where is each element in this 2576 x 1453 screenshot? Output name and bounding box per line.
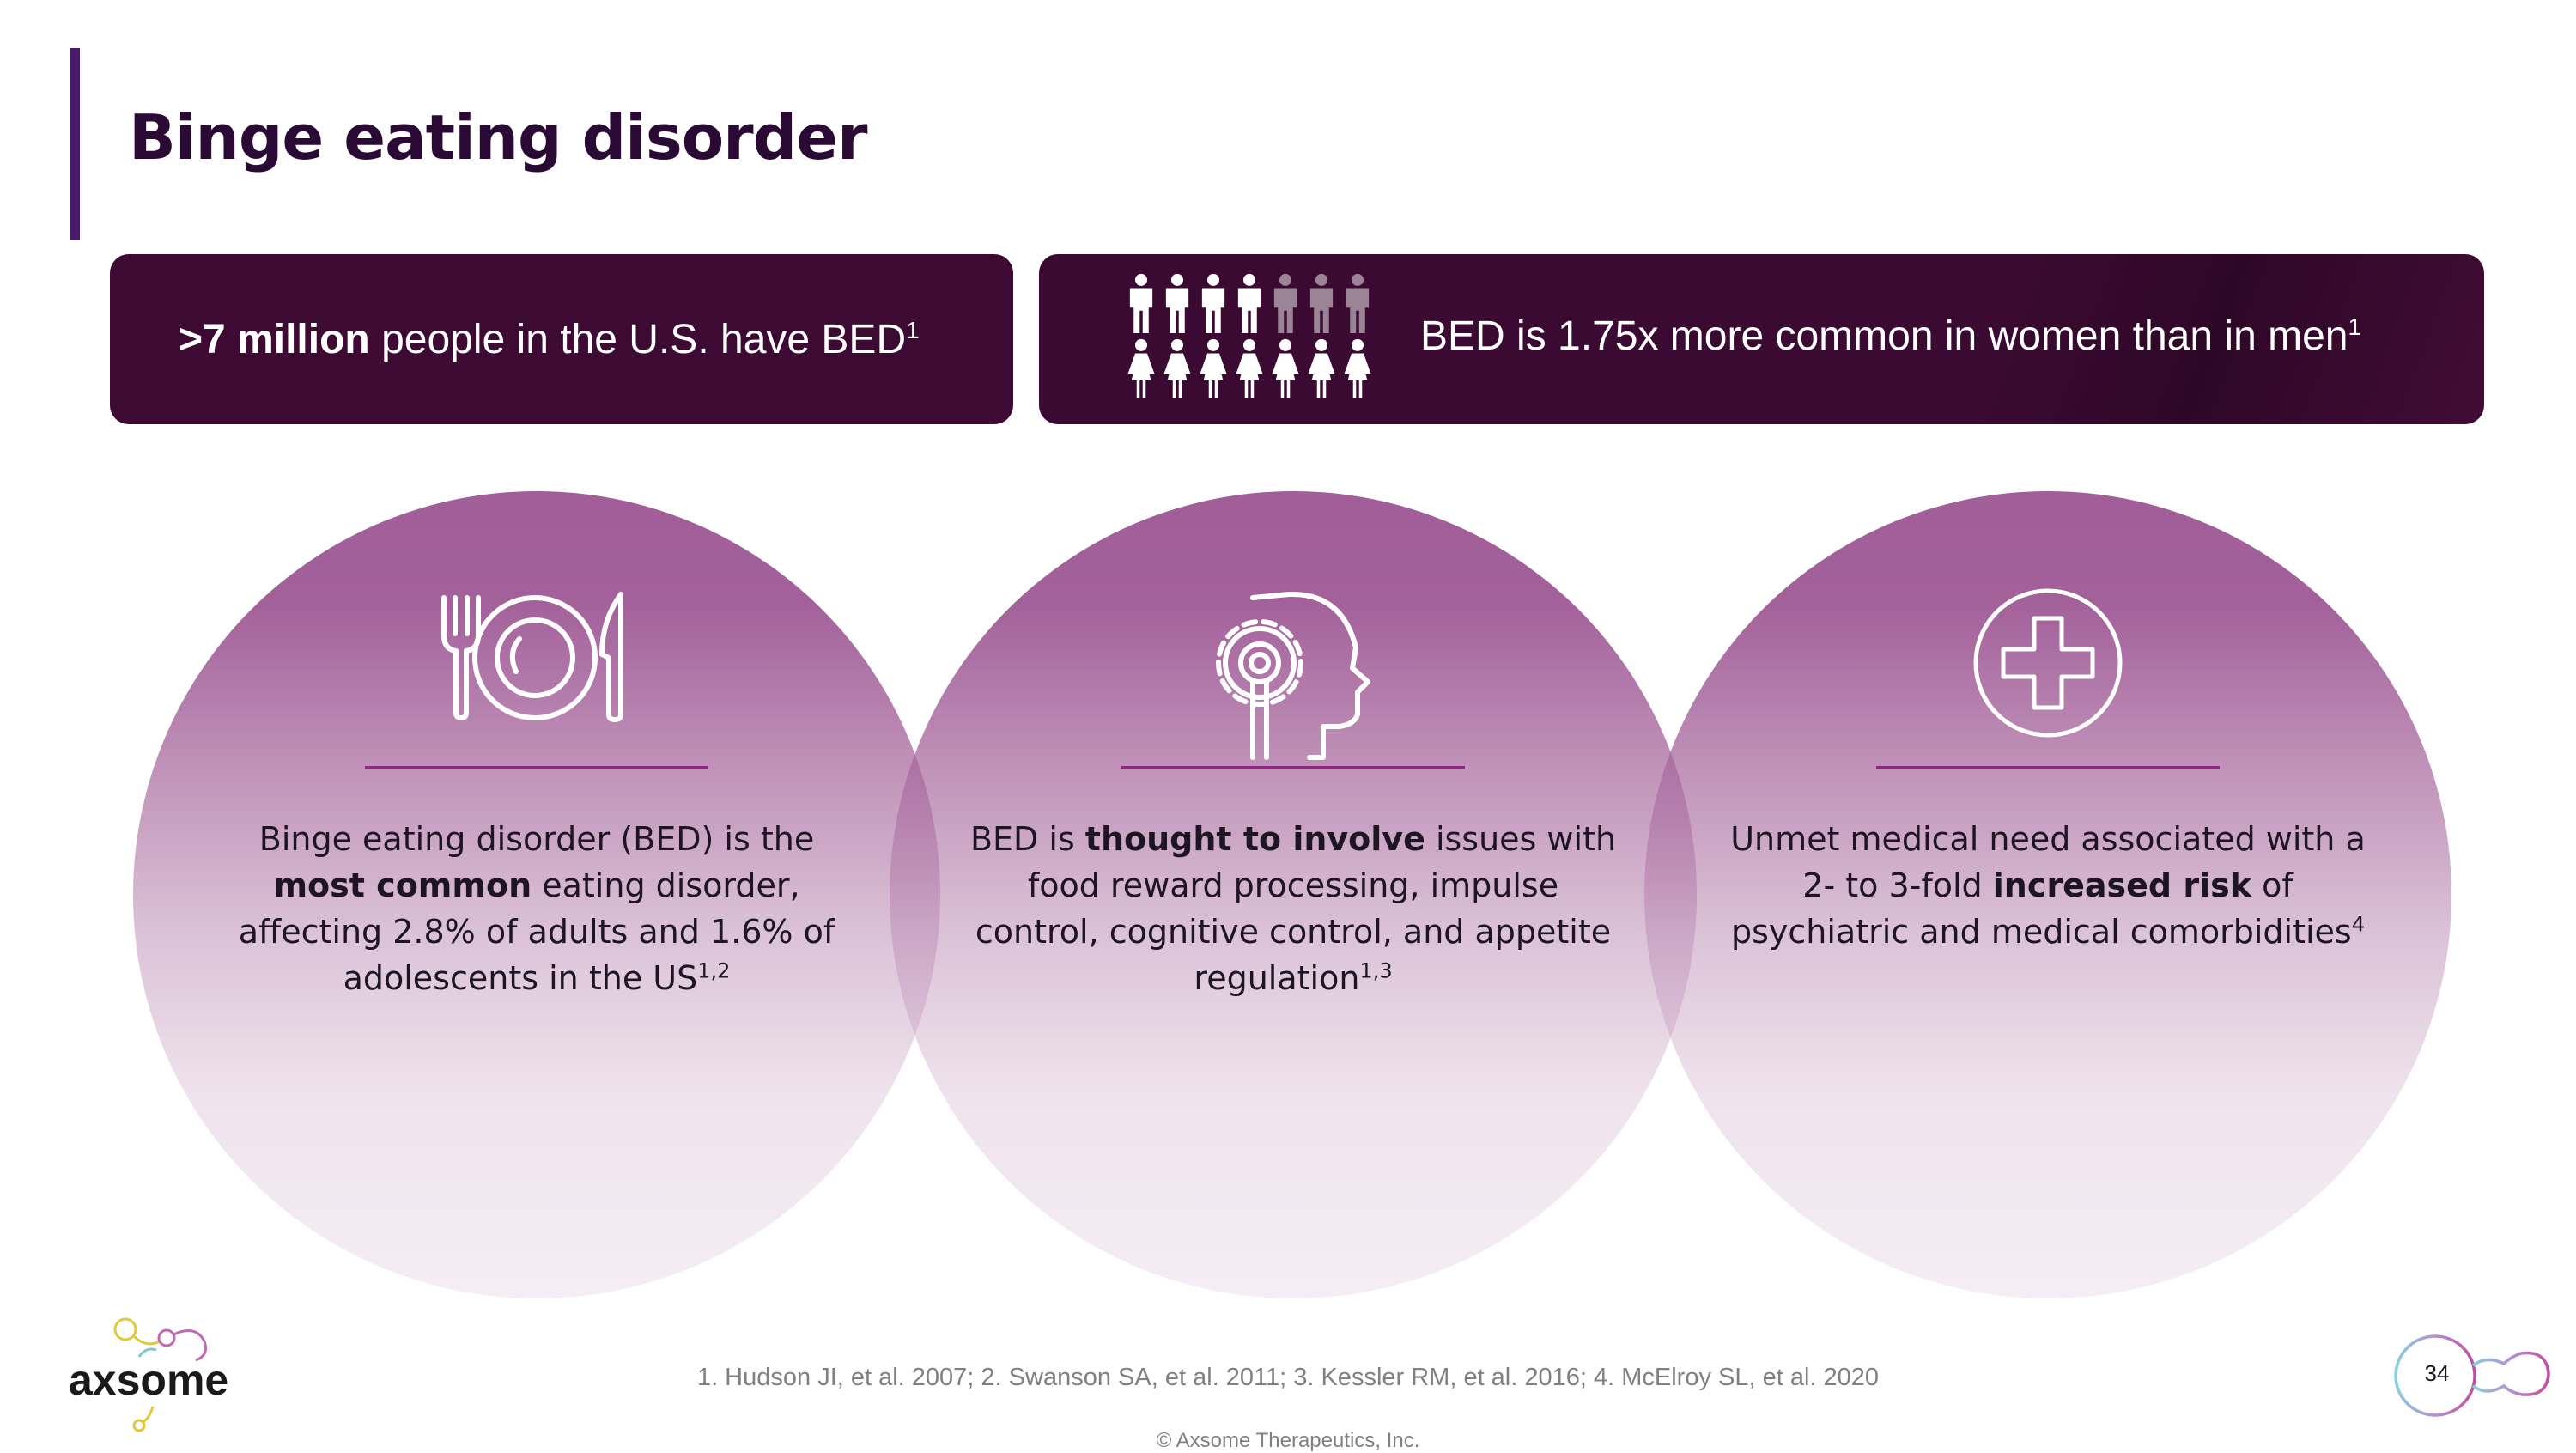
slide-title: Binge eating disorder <box>129 101 868 173</box>
circle-text-part: BED is <box>969 820 1085 858</box>
circle-mechanism: BED is thought to involve issues with fo… <box>890 491 1697 1298</box>
circle-text: Binge eating disorder (BED) is the most … <box>210 816 863 1001</box>
men-row <box>1129 273 1261 333</box>
prevalence-bold: >7 million <box>179 316 370 362</box>
plate-cutlery-icon <box>441 592 623 722</box>
people-group-icon <box>1127 273 1371 398</box>
logo-wordmark: axsome <box>69 1356 228 1404</box>
copyright: © Axsome Therapeutics, Inc. <box>1156 1429 1420 1452</box>
men-row-secondary <box>1273 273 1370 333</box>
page-number: 34 <box>2424 1360 2450 1386</box>
circle-citation: 4 <box>2351 912 2366 937</box>
circle-text-part: Unmet medical need associated with a 2- … <box>1730 820 2366 904</box>
prevalence-rest: people in the U.S. have BED <box>369 316 907 362</box>
medical-cross-icon <box>1973 588 2123 738</box>
title-accent-bar <box>70 48 80 240</box>
circle-citation: 1,2 <box>697 958 731 983</box>
circle-text-part: eating disorder, affecting 2.8% of adult… <box>238 866 835 997</box>
references: 1. Hudson JI, et al. 2007; 2. Swanson SA… <box>696 1364 1880 1391</box>
circle-divider <box>1876 766 2220 769</box>
circle-text-emphasis: most common <box>273 866 532 904</box>
circle-text: Unmet medical need associated with a 2- … <box>1722 816 2374 955</box>
prevalence-text: >7 million people in the U.S. have BED1 <box>179 316 920 363</box>
circle-text-part: Binge eating disorder (BED) is the <box>258 820 815 858</box>
circle-text: BED is thought to involve issues with fo… <box>967 816 1619 1001</box>
stat-banner-gender: BED is 1.75x more common in women than i… <box>1039 254 2484 424</box>
page-number-badge <box>2394 1334 2550 1417</box>
gender-ratio-main: BED is 1.75x more common in women than i… <box>1420 313 2348 359</box>
gender-ratio-text: BED is 1.75x more common in women than i… <box>1420 313 2361 360</box>
circle-text-part: of psychiatric and medical comorbidities <box>1730 866 2352 951</box>
circle-prevalence: Binge eating disorder (BED) is the most … <box>133 491 940 1298</box>
circle-divider <box>1121 766 1465 769</box>
circle-text-part: issues with food reward processing, impu… <box>975 820 1617 997</box>
axsome-logo: axsome <box>69 1317 228 1432</box>
prevalence-citation: 1 <box>906 316 920 343</box>
circle-citation: 1,3 <box>1359 958 1393 983</box>
gender-ratio-citation: 1 <box>2348 313 2362 340</box>
circle-text-emphasis: thought to involve <box>1084 820 1425 858</box>
stat-banner-prevalence: >7 million people in the U.S. have BED1 <box>110 254 1013 424</box>
circle-unmet-need: Unmet medical need associated with a 2- … <box>1644 491 2451 1298</box>
head-gear-icon <box>1216 591 1370 760</box>
circle-text-emphasis: increased risk <box>1992 866 2251 904</box>
women-row <box>1127 338 1371 398</box>
circle-divider <box>365 766 708 769</box>
